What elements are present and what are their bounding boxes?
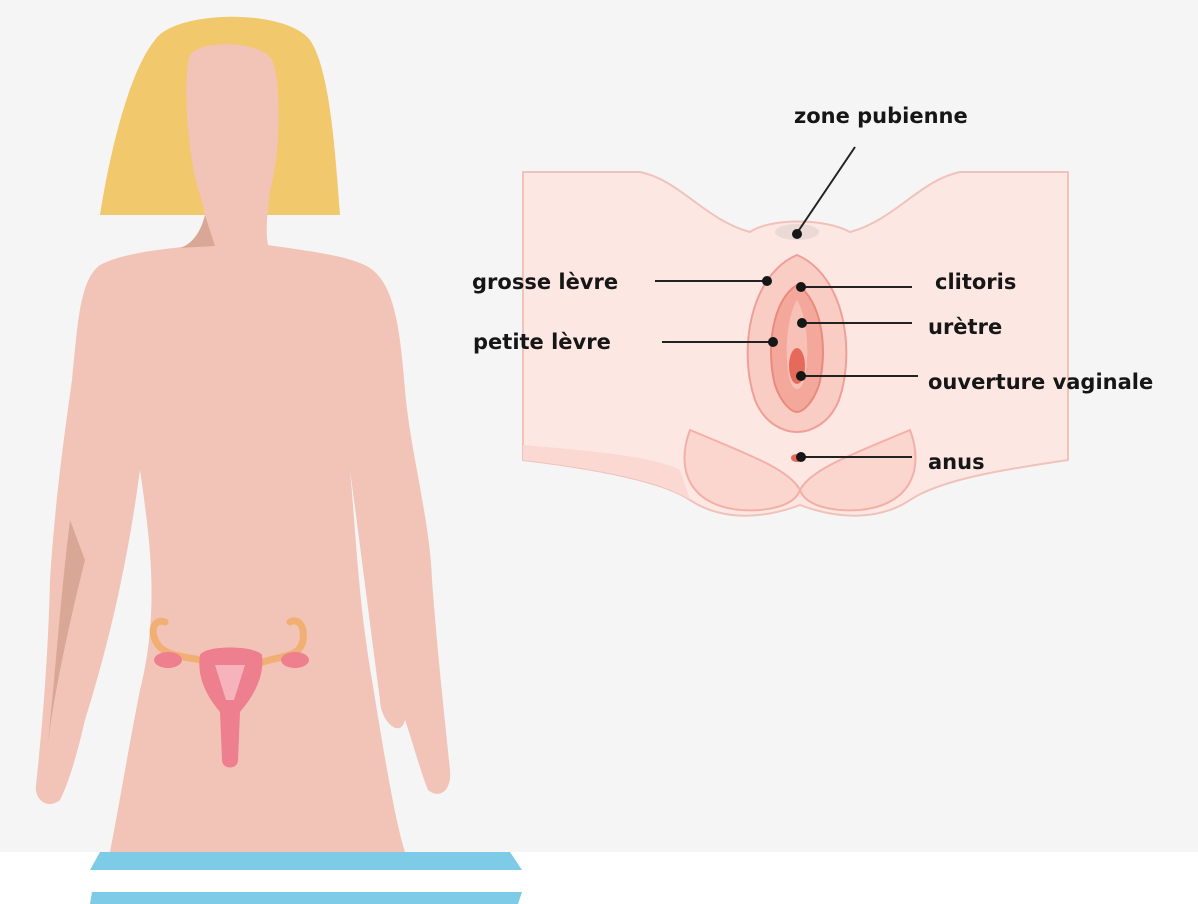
label-zone-pubienne: zone pubienne (794, 106, 968, 127)
label-anus: anus (928, 452, 985, 473)
label-ouverture-vaginale: ouverture vaginale (928, 372, 1153, 393)
label-grosse-levre: grosse lèvre (472, 272, 618, 293)
dot-grosse-levre (762, 276, 772, 286)
dot-anus (796, 452, 806, 462)
label-uretre: urètre (928, 317, 1002, 338)
dot-clitoris (796, 282, 806, 292)
dot-ouverture-vaginale (796, 371, 806, 381)
label-clitoris: clitoris (935, 272, 1016, 293)
dot-uretre (797, 318, 807, 328)
leader-zone-pubienne (797, 147, 855, 233)
dot-petite-levre (768, 337, 778, 347)
dot-zone-pubienne (792, 229, 802, 239)
label-petite-levre: petite lèvre (473, 332, 611, 353)
